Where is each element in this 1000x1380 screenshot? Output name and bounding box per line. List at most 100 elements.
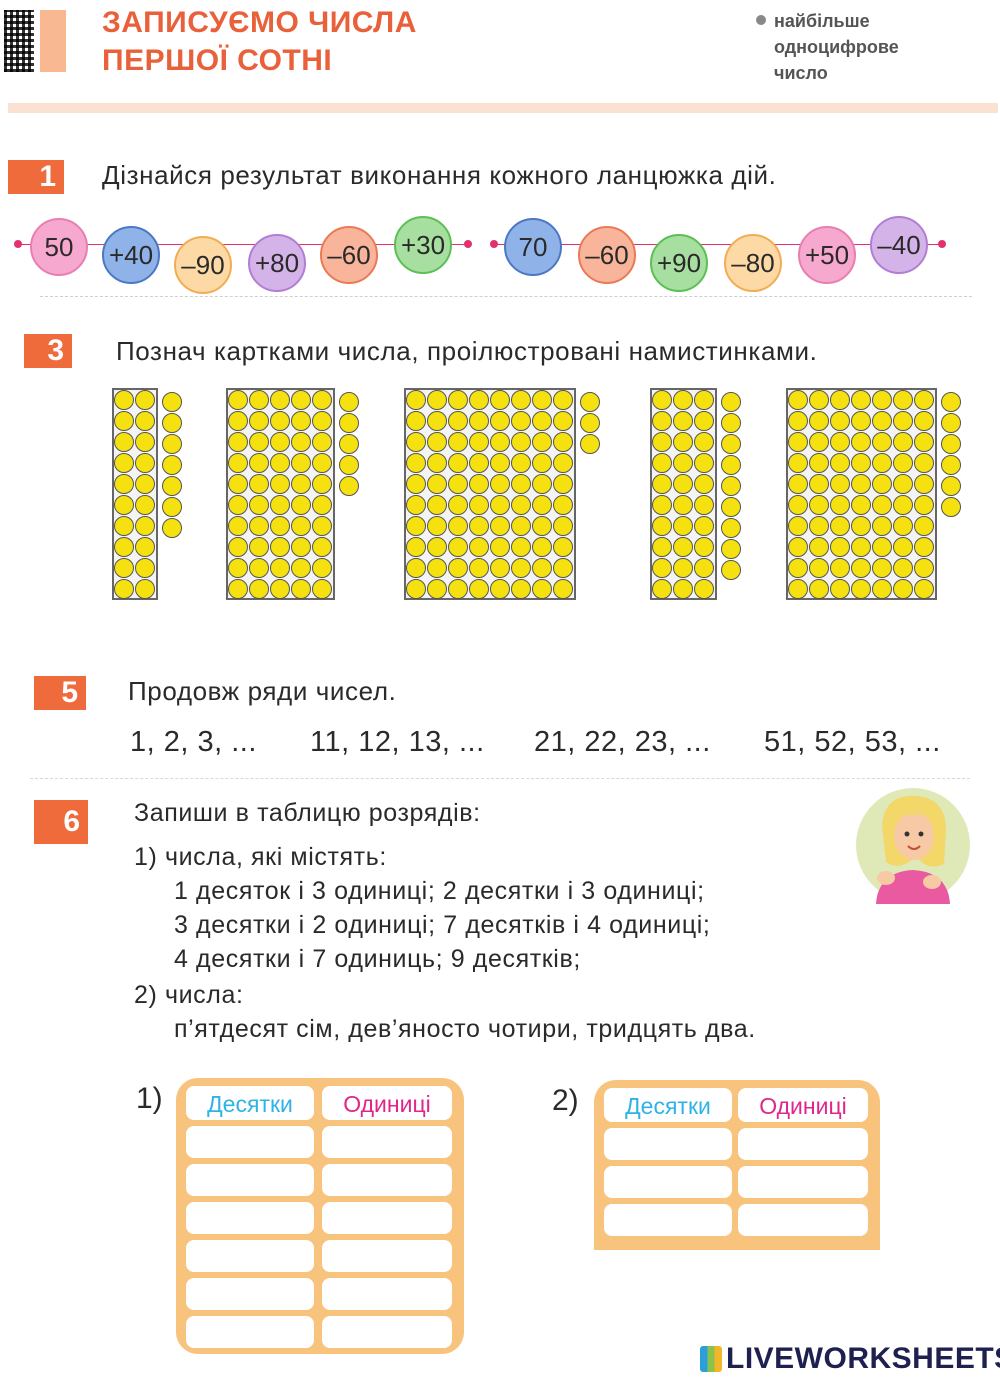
ones-answer-cell[interactable]	[322, 1164, 452, 1196]
ten-bead	[291, 537, 311, 557]
ten-bead	[406, 390, 426, 410]
ten-bead	[553, 516, 573, 536]
ten-bead	[469, 558, 489, 578]
ten-bead	[249, 432, 269, 452]
ones-answer-cell[interactable]	[322, 1126, 452, 1158]
ten-bead	[114, 411, 134, 431]
ten-bead	[312, 432, 332, 452]
ten-bead	[312, 474, 332, 494]
ten-bead	[135, 579, 155, 599]
ones-answer-cell[interactable]	[322, 1202, 452, 1234]
ten-bead	[553, 474, 573, 494]
ten-bead	[532, 579, 552, 599]
ones-answer-cell[interactable]	[738, 1128, 868, 1160]
ten-bead	[788, 390, 808, 410]
ten-bead	[914, 411, 934, 431]
ten-bead	[830, 453, 850, 473]
tens-answer-cell[interactable]	[604, 1166, 732, 1198]
ten-bead	[490, 579, 510, 599]
chain-bead: +80	[248, 234, 306, 292]
task-number-badge: 3	[24, 334, 72, 368]
number-sequence: 11, 12, 13, ...	[310, 726, 485, 758]
ten-bead	[312, 579, 332, 599]
ones-answer-cell[interactable]	[738, 1166, 868, 1198]
ten-bead	[652, 516, 672, 536]
ten-bead	[312, 411, 332, 431]
ten-bead	[872, 495, 892, 515]
ten-bead	[809, 390, 829, 410]
tens-answer-cell[interactable]	[186, 1278, 314, 1310]
task6-line: 3 десятки і 2 одиниці; 7 десятків і 4 од…	[174, 911, 711, 939]
margin-note: найбільше одноцифрове число	[756, 8, 899, 86]
ten-bead	[270, 537, 290, 557]
ten-bead	[694, 474, 714, 494]
ten-bead	[872, 411, 892, 431]
ten-bead	[788, 537, 808, 557]
ten-bead	[914, 495, 934, 515]
ones-answer-cell[interactable]	[322, 1316, 452, 1348]
unit-bead	[162, 476, 182, 496]
chain-bead: –80	[724, 234, 782, 292]
ten-bead	[652, 453, 672, 473]
ones-answer-cell[interactable]	[322, 1278, 452, 1310]
task6-line: п’ятдесят сім, дев’яносто чотири, тридця…	[174, 1015, 756, 1043]
tens-answer-cell[interactable]	[186, 1316, 314, 1348]
unit-bead	[339, 476, 359, 496]
tens-answer-cell[interactable]	[186, 1164, 314, 1196]
ten-bead	[652, 432, 672, 452]
ten-bead	[114, 516, 134, 536]
ten-bead	[532, 453, 552, 473]
ten-bead	[406, 516, 426, 536]
ten-bead	[291, 474, 311, 494]
ten-bead	[511, 558, 531, 578]
unit-bead	[339, 392, 359, 412]
ten-bead	[228, 432, 248, 452]
ten-bead	[249, 558, 269, 578]
chain-end-dot	[938, 240, 946, 248]
ten-bead	[135, 516, 155, 536]
table1-label: 1)	[136, 1082, 163, 1115]
ten-bead	[694, 495, 714, 515]
ten-bead	[406, 537, 426, 557]
chain1-line	[18, 244, 468, 245]
task3-text: Познач картками числа, проілюстровані на…	[116, 336, 818, 366]
ten-bead	[490, 495, 510, 515]
ten-bead	[291, 558, 311, 578]
page-title: ЗАПИСУЄМО ЧИСЛА ПЕРШОЇ СОТНІ	[102, 6, 417, 77]
ten-bead	[553, 411, 573, 431]
ten-bead	[851, 537, 871, 557]
ten-bead	[694, 516, 714, 536]
dashed-divider	[40, 296, 972, 297]
ten-bead	[448, 516, 468, 536]
ten-bead	[228, 474, 248, 494]
ten-bead	[553, 558, 573, 578]
ten-bead	[532, 390, 552, 410]
ten-bead	[851, 432, 871, 452]
ten-bead	[872, 390, 892, 410]
ten-bead	[872, 453, 892, 473]
ten-bead	[914, 390, 934, 410]
ten-bead	[830, 558, 850, 578]
ones-answer-cell[interactable]	[738, 1204, 868, 1236]
ten-bead	[448, 474, 468, 494]
tens-answer-cell[interactable]	[604, 1128, 732, 1160]
ones-answer-cell[interactable]	[322, 1240, 452, 1272]
tens-answer-cell[interactable]	[186, 1126, 314, 1158]
table2-label: 2)	[552, 1084, 579, 1117]
ten-bead	[652, 390, 672, 410]
chain-bead: –40	[870, 216, 928, 274]
ten-bead	[511, 411, 531, 431]
ten-bead	[249, 474, 269, 494]
ten-bead	[406, 558, 426, 578]
ten-bead	[652, 579, 672, 599]
ten-bead	[532, 411, 552, 431]
ten-bead	[673, 537, 693, 557]
ten-bead	[914, 474, 934, 494]
tens-answer-cell[interactable]	[186, 1202, 314, 1234]
tens-header: Десятки	[207, 1091, 293, 1117]
liveworksheets-logo: LIVEWORKSHEETS	[726, 1342, 1000, 1375]
ten-bead	[406, 495, 426, 515]
tens-answer-cell[interactable]	[604, 1204, 732, 1236]
tens-answer-cell[interactable]	[186, 1240, 314, 1272]
unit-bead	[162, 392, 182, 412]
